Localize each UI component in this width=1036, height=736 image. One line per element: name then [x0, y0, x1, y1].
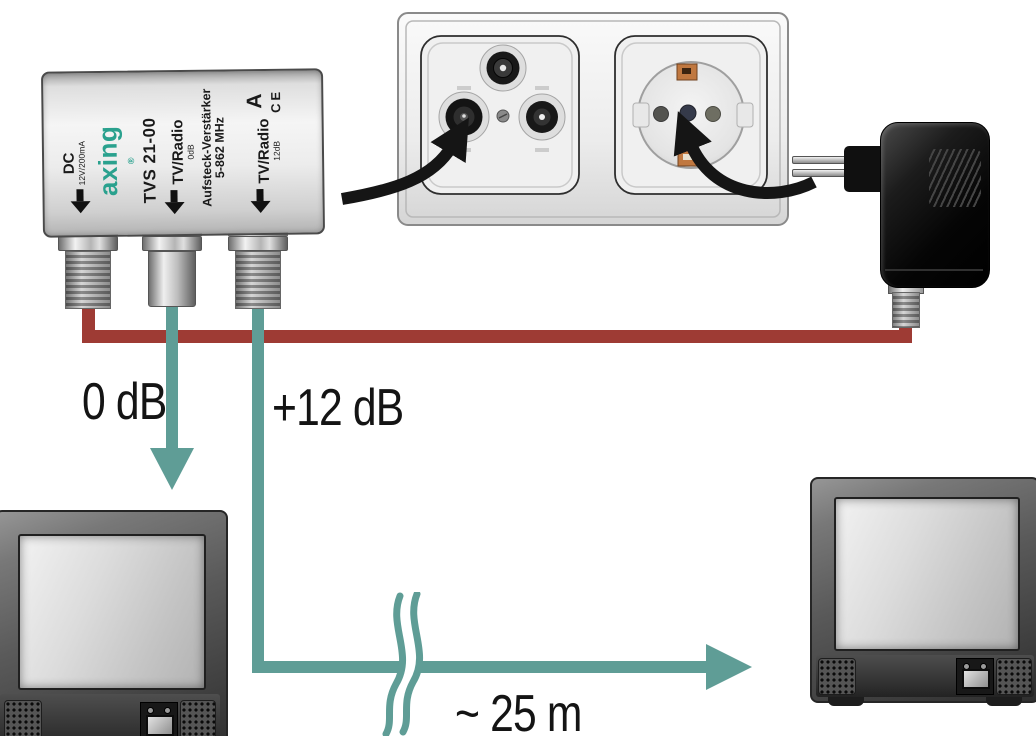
- socket-hole-left: [653, 106, 669, 122]
- antenna-center-screw: [496, 109, 510, 123]
- signal-arrow-right-icon: [706, 644, 752, 690]
- adapter-f-connector: [888, 284, 924, 328]
- power-socket: [614, 35, 768, 195]
- port-label-mark: [535, 148, 549, 152]
- antenna-port-tv: [438, 91, 490, 143]
- adapter-seam: [885, 269, 983, 271]
- socket-notch-right: [736, 102, 754, 128]
- f-connector-out2: [228, 230, 288, 309]
- out2-port-arrow-icon: [250, 189, 271, 214]
- cable-break-gap: [384, 592, 421, 736]
- tv-right: [810, 477, 1036, 706]
- iec-connector-out1: [142, 230, 202, 307]
- label-gain-out2: +12 dB: [272, 379, 404, 437]
- connector-plate: [962, 669, 990, 689]
- knob-icon: [164, 707, 171, 714]
- port-label-mark: [535, 86, 549, 90]
- speaker-grille-icon: [4, 700, 42, 736]
- wall-outlet: [397, 12, 789, 226]
- brand-text: axing: [92, 125, 124, 197]
- connector-nut: [142, 236, 202, 251]
- amplifier-model: TVS 21-00: [139, 117, 160, 204]
- dc-sublabel: 12V/200mA: [76, 140, 87, 186]
- plug-pin-bottom: [792, 169, 848, 177]
- connector-plate: [146, 715, 174, 736]
- cable-break-wave-right: [399, 592, 424, 736]
- out1-label: TV/Radio: [169, 119, 188, 185]
- ce-mark: CE: [267, 88, 284, 113]
- amplifier-label-out2: TV/Radio 12dB: [255, 118, 282, 184]
- tv-right-control-panel: [956, 658, 994, 695]
- socket-notch-left: [632, 102, 650, 128]
- amplifier-type-label: Aufsteck-Verstärker 5-862 MHz: [199, 88, 228, 207]
- cable-break-wave-left: [382, 592, 407, 736]
- socket-hole-right: [705, 106, 721, 122]
- speaker-grille-icon: [818, 658, 856, 695]
- signal-arrow-down-icon: [150, 448, 194, 490]
- knob-icon: [147, 707, 154, 714]
- dc-port-arrow-icon: [70, 189, 91, 214]
- signal-cable-out1: [166, 300, 178, 450]
- connector-nut: [228, 236, 288, 251]
- label-gain-out1: 0 dB: [82, 373, 167, 431]
- label-cable-length: ~ 25 m: [455, 685, 582, 736]
- brand-reg-mark: ®: [126, 156, 137, 165]
- f-connector-dc: [58, 230, 118, 309]
- signal-cable-out2-vertical: [252, 300, 264, 673]
- speaker-grille-icon: [996, 658, 1032, 695]
- adapter-vents: [929, 149, 981, 207]
- connector-barrel: [148, 251, 196, 307]
- tv-right-front-panel: [816, 655, 1034, 697]
- port-label-mark: [457, 148, 471, 152]
- tv-left-front-panel: [0, 694, 220, 736]
- ground-clip-top: [676, 63, 698, 81]
- speaker-grille-icon: [180, 700, 216, 736]
- dc-label: DC: [60, 152, 78, 175]
- port-label-mark: [457, 86, 471, 90]
- tv-left-screen: [18, 534, 206, 690]
- cable-break-mark: [382, 592, 424, 736]
- plug-pin-top: [792, 156, 848, 164]
- socket-hole-center: [679, 104, 697, 122]
- out1-port-arrow-icon: [164, 190, 185, 215]
- type-line2: 5-862 MHz: [212, 116, 228, 179]
- tv-foot: [828, 697, 864, 706]
- out2-label: TV/Radio: [255, 118, 274, 184]
- connector-thread: [235, 251, 281, 309]
- power-adapter: [880, 122, 990, 288]
- model-text: TVS 21-00: [139, 117, 160, 204]
- tv-foot: [986, 697, 1022, 706]
- amplifier-device: DC 12V/200mA axing® TVS 21-00 TV/Radio 0…: [40, 68, 326, 238]
- class-a-mark: A: [243, 93, 267, 109]
- amplifier-label-out1: TV/Radio 0dB: [169, 119, 196, 185]
- antenna-socket: [420, 35, 580, 195]
- out2-sublabel: 12dB: [271, 140, 282, 161]
- connector-thread: [65, 251, 111, 309]
- power-cable-horizontal: [82, 330, 912, 343]
- certification-marks: A CE: [243, 88, 284, 114]
- antenna-port-sat: [479, 44, 527, 92]
- tv-right-screen: [834, 497, 1020, 651]
- amplifier-label-dc: DC 12V/200mA: [60, 140, 87, 186]
- antenna-port-radio: [518, 93, 566, 141]
- outlet-frame-inner-line: [405, 20, 781, 218]
- tv-left: [0, 510, 228, 736]
- plug-head: [844, 146, 884, 192]
- tv-left-control-panel: [140, 702, 178, 736]
- ground-clip-bottom: [677, 148, 699, 167]
- signal-cable-out2-horizontal: [252, 661, 708, 673]
- out1-sublabel: 0dB: [185, 144, 196, 160]
- connector-nut: [58, 236, 118, 251]
